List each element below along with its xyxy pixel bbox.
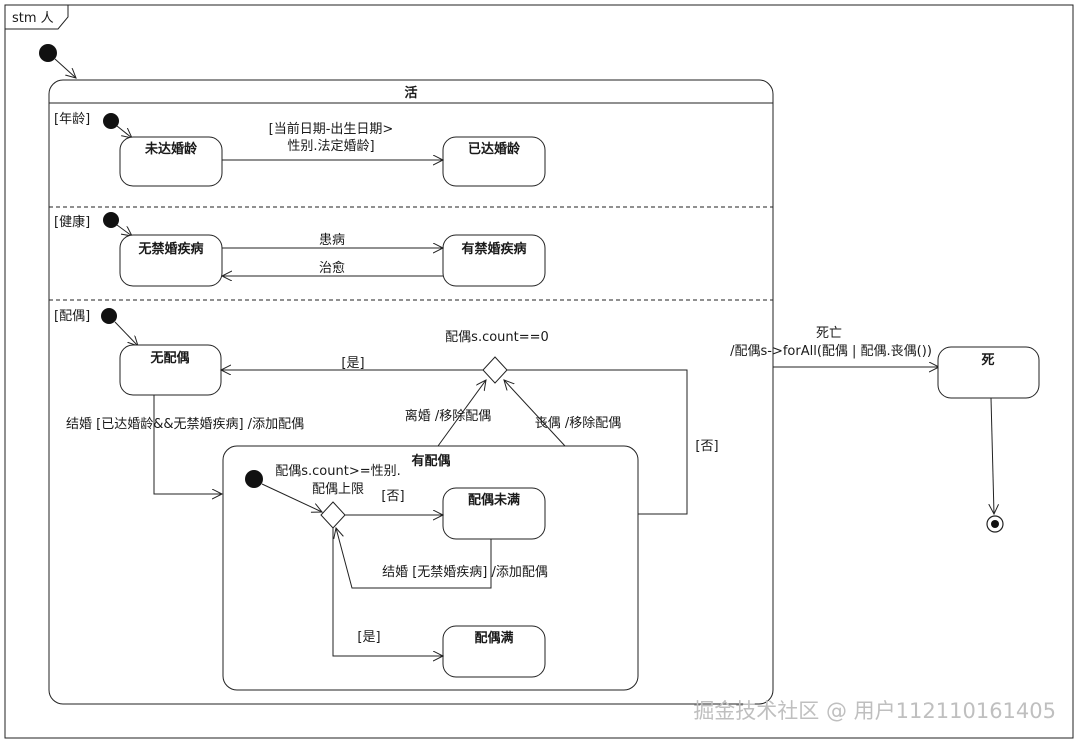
health-initial-transition (116, 224, 132, 236)
region-spouse-label: [配偶] (54, 309, 90, 324)
state-not-of-age-label: 未达婚龄 (144, 141, 198, 157)
cured-label: 治愈 (319, 261, 345, 276)
state-no-disease[interactable]: 无禁婚疾病 (119, 234, 223, 287)
state-not-of-age[interactable]: 未达婚龄 (119, 136, 223, 187)
age-initial-transition (116, 125, 132, 138)
death-label-line2: /配偶s->forAll(配偶 | 配偶.丧偶()) (730, 344, 932, 359)
state-spouse-not-full-label: 配偶未满 (468, 492, 520, 508)
inner-initial-transition (261, 483, 322, 512)
initial-transition (54, 58, 76, 78)
age-guard-line2: 性别.法定婚龄] (287, 139, 374, 154)
initial-pseudostate (39, 44, 57, 62)
divorce-label: 离婚 /移除配偶 (405, 408, 492, 424)
state-spouse-not-full[interactable]: 配偶未满 (442, 487, 546, 540)
spouse-initial-transition (114, 321, 138, 346)
marry-first-label: 结婚 [已达婚龄&&无禁婚疾病] /添加配偶 (66, 417, 304, 432)
marry-again-label: 结婚 [无禁婚疾病] /添加配偶 (382, 565, 548, 580)
widowed-label: 丧偶 /移除配偶 (535, 416, 622, 431)
age-guard-line1: [当前日期-出生日期> (269, 121, 394, 137)
death-label-line1: 死亡 (816, 326, 842, 341)
marry-again-transition (336, 528, 492, 589)
marry-first-transition (153, 395, 222, 494)
watermark: 掘金技术社区 @ 用户112110161405 (693, 699, 1056, 723)
state-has-spouse-label: 有配偶 (411, 453, 450, 469)
state-alive-label: 活 (404, 85, 417, 101)
decision-top-label: 配偶s.count==0 (445, 330, 549, 345)
final-transition (991, 397, 994, 514)
state-no-disease-label: 无禁婚疾病 (137, 241, 203, 257)
state-no-spouse-label: 无配偶 (149, 350, 189, 366)
divorce-transition (437, 380, 486, 447)
final-state (986, 515, 1004, 533)
decision-spouse-count (482, 356, 508, 384)
state-no-spouse[interactable]: 无配偶 (119, 344, 222, 396)
yes-top-label: [是] (341, 356, 364, 371)
health-initial (103, 212, 119, 228)
region-age-label: [年龄] (54, 112, 90, 127)
sick-label: 患病 (319, 233, 345, 248)
inner-initial (245, 470, 263, 488)
state-of-age-label: 已达婚龄 (468, 141, 521, 157)
region-health-label: [健康] (54, 214, 90, 230)
no-right-label: [否] (695, 439, 718, 454)
state-dead-label: 死 (981, 353, 994, 368)
inner-cond-line2: 配偶上限 (312, 482, 364, 497)
frame-label: stm 人 (12, 11, 54, 26)
frame-tab (5, 5, 69, 30)
frame-border (4, 4, 1074, 739)
state-spouse-full[interactable]: 配偶满 (442, 625, 546, 678)
state-has-disease-label: 有禁婚疾病 (461, 241, 526, 257)
widowed-transition (504, 380, 566, 447)
state-spouse-full-label: 配偶满 (474, 630, 513, 646)
state-dead[interactable]: 死 (937, 346, 1040, 399)
inner-cond-line1: 配偶s.count>=性别. (275, 464, 401, 479)
yes-inner-transition (332, 528, 443, 656)
spouse-initial (101, 308, 117, 324)
yes-inner-label: [是] (357, 630, 380, 645)
state-has-disease[interactable]: 有禁婚疾病 (442, 234, 546, 287)
state-of-age[interactable]: 已达婚龄 (442, 136, 546, 187)
age-initial (103, 113, 119, 129)
no-inner-label: [否] (381, 489, 404, 504)
